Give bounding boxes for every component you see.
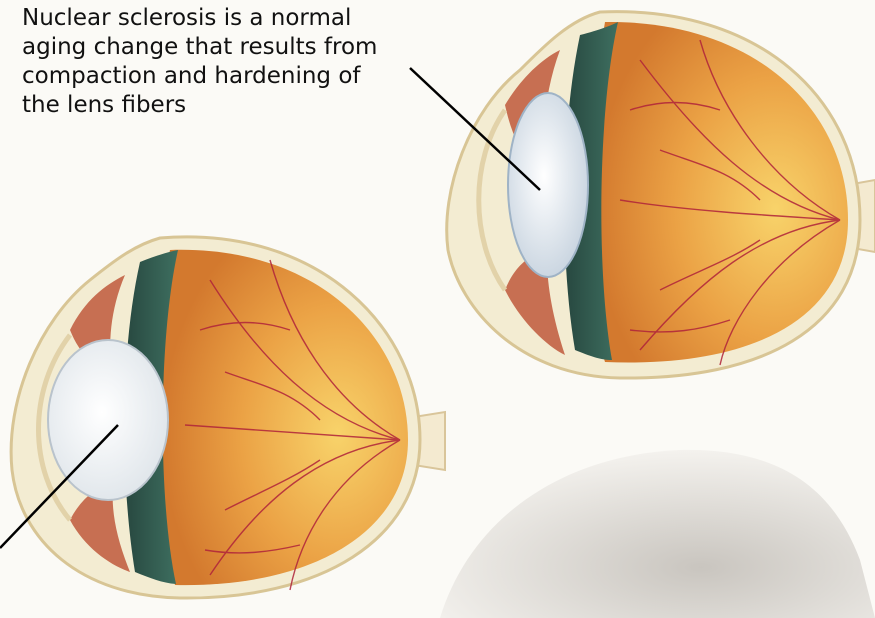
upper-eye-cross-section <box>410 12 875 378</box>
caption-text: Nuclear sclerosis is a normal aging chan… <box>22 4 442 120</box>
caption-line-3: compaction and hardening of <box>22 62 442 91</box>
fur-texture <box>440 450 875 618</box>
caption-line-4: the lens fibers <box>22 91 442 120</box>
caption-line-1: Nuclear sclerosis is a normal <box>22 4 442 33</box>
caption-line-2: aging change that results from <box>22 33 442 62</box>
lower-eye-cross-section <box>0 237 445 598</box>
